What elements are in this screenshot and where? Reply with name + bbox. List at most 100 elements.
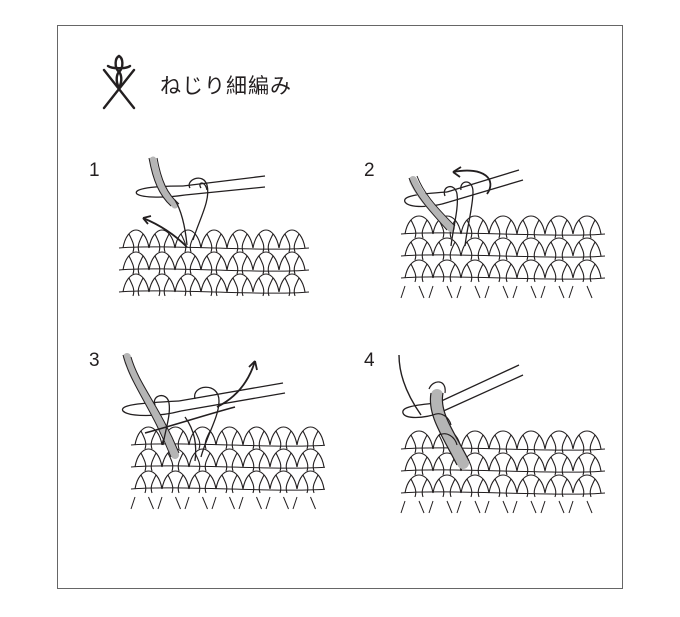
step-1-figure bbox=[118, 156, 310, 300]
fringe-line bbox=[474, 500, 481, 514]
stitch bbox=[242, 470, 271, 494]
stitch bbox=[460, 259, 490, 283]
stitch bbox=[188, 470, 217, 494]
stitch-rows bbox=[400, 215, 606, 299]
stitch bbox=[200, 251, 228, 275]
fringe-line bbox=[484, 500, 490, 514]
stitch bbox=[278, 251, 306, 275]
fringe-line bbox=[502, 500, 509, 514]
fringe-line bbox=[229, 496, 235, 510]
stitch bbox=[200, 273, 228, 297]
diagram-frame bbox=[57, 25, 623, 589]
fringe-line bbox=[256, 496, 262, 510]
stitch bbox=[296, 470, 325, 494]
fringe-line bbox=[148, 496, 154, 510]
stitch bbox=[215, 426, 244, 450]
stitch bbox=[404, 430, 434, 454]
row-chain bbox=[400, 254, 606, 258]
row-chain bbox=[400, 469, 606, 473]
fringe-line bbox=[512, 285, 518, 299]
diagram-title: ねじり細編み bbox=[160, 74, 292, 98]
stitch bbox=[404, 474, 434, 498]
stitch bbox=[226, 229, 254, 253]
fringe-line bbox=[428, 500, 434, 514]
row-chain bbox=[400, 491, 606, 495]
stitch bbox=[215, 470, 244, 494]
stitch bbox=[188, 426, 217, 450]
stitch bbox=[488, 430, 518, 454]
stitch bbox=[488, 215, 518, 239]
stitch bbox=[572, 215, 602, 239]
fringe-line bbox=[530, 500, 537, 514]
fringe-line bbox=[558, 285, 565, 299]
stitch bbox=[460, 474, 490, 498]
stitch bbox=[269, 448, 298, 472]
stitch bbox=[174, 273, 202, 297]
fringe-line bbox=[184, 496, 190, 510]
stitch bbox=[226, 251, 254, 275]
fringe-line bbox=[456, 500, 462, 514]
stitch bbox=[572, 452, 602, 476]
working-yarn bbox=[149, 156, 179, 209]
stitch bbox=[269, 470, 298, 494]
stitch bbox=[488, 474, 518, 498]
twisted-single-crochet-symbol-icon bbox=[102, 54, 136, 110]
stitch bbox=[572, 259, 602, 283]
stitch bbox=[278, 229, 306, 253]
stitch bbox=[544, 430, 574, 454]
stitch bbox=[174, 251, 202, 275]
fringe-line bbox=[157, 496, 163, 510]
row-chain bbox=[118, 246, 310, 250]
working-yarn-outline bbox=[408, 175, 456, 231]
fringe-line bbox=[446, 500, 453, 514]
stitch bbox=[488, 237, 518, 261]
step-number-2: 2 bbox=[364, 160, 375, 181]
stitch bbox=[544, 259, 574, 283]
stitch bbox=[404, 215, 434, 239]
row-chain bbox=[118, 290, 310, 294]
row-chain bbox=[130, 487, 325, 491]
fringe-line bbox=[540, 285, 546, 299]
stitch bbox=[252, 273, 280, 297]
stitch bbox=[432, 474, 462, 498]
step-number-1: 1 bbox=[89, 160, 100, 181]
stitch bbox=[122, 273, 150, 297]
stitch bbox=[296, 448, 325, 472]
stitch bbox=[148, 251, 176, 275]
stitch bbox=[572, 474, 602, 498]
stitch bbox=[516, 237, 546, 261]
yarn-tail bbox=[144, 406, 236, 434]
stitch bbox=[122, 251, 150, 275]
fringe-line bbox=[130, 496, 136, 510]
stitch bbox=[134, 426, 163, 450]
stitch bbox=[252, 229, 280, 253]
fringe-line bbox=[418, 285, 425, 299]
step-2-figure bbox=[400, 166, 606, 299]
yarn-tail bbox=[398, 354, 422, 416]
row-chain bbox=[400, 447, 606, 451]
stitch bbox=[174, 229, 202, 253]
fringe-line bbox=[484, 285, 490, 299]
working-yarn bbox=[123, 353, 179, 459]
stitch bbox=[460, 215, 490, 239]
stitch bbox=[572, 237, 602, 261]
fringe-line bbox=[175, 496, 181, 510]
stitch bbox=[488, 259, 518, 283]
stitch bbox=[200, 229, 228, 253]
step-number-4: 4 bbox=[364, 350, 375, 371]
fringe-line bbox=[310, 496, 316, 510]
stitch-rows bbox=[130, 426, 325, 510]
fringe-line bbox=[586, 285, 593, 299]
stitch bbox=[516, 430, 546, 454]
stitch bbox=[134, 448, 163, 472]
fringe-line bbox=[586, 500, 593, 514]
stitch bbox=[572, 430, 602, 454]
stitch bbox=[122, 229, 150, 253]
stitch bbox=[544, 474, 574, 498]
fringe-line bbox=[502, 285, 509, 299]
stitch bbox=[488, 452, 518, 476]
stitch bbox=[148, 229, 176, 253]
stitch bbox=[544, 215, 574, 239]
stitch bbox=[516, 259, 546, 283]
loops bbox=[443, 181, 474, 247]
